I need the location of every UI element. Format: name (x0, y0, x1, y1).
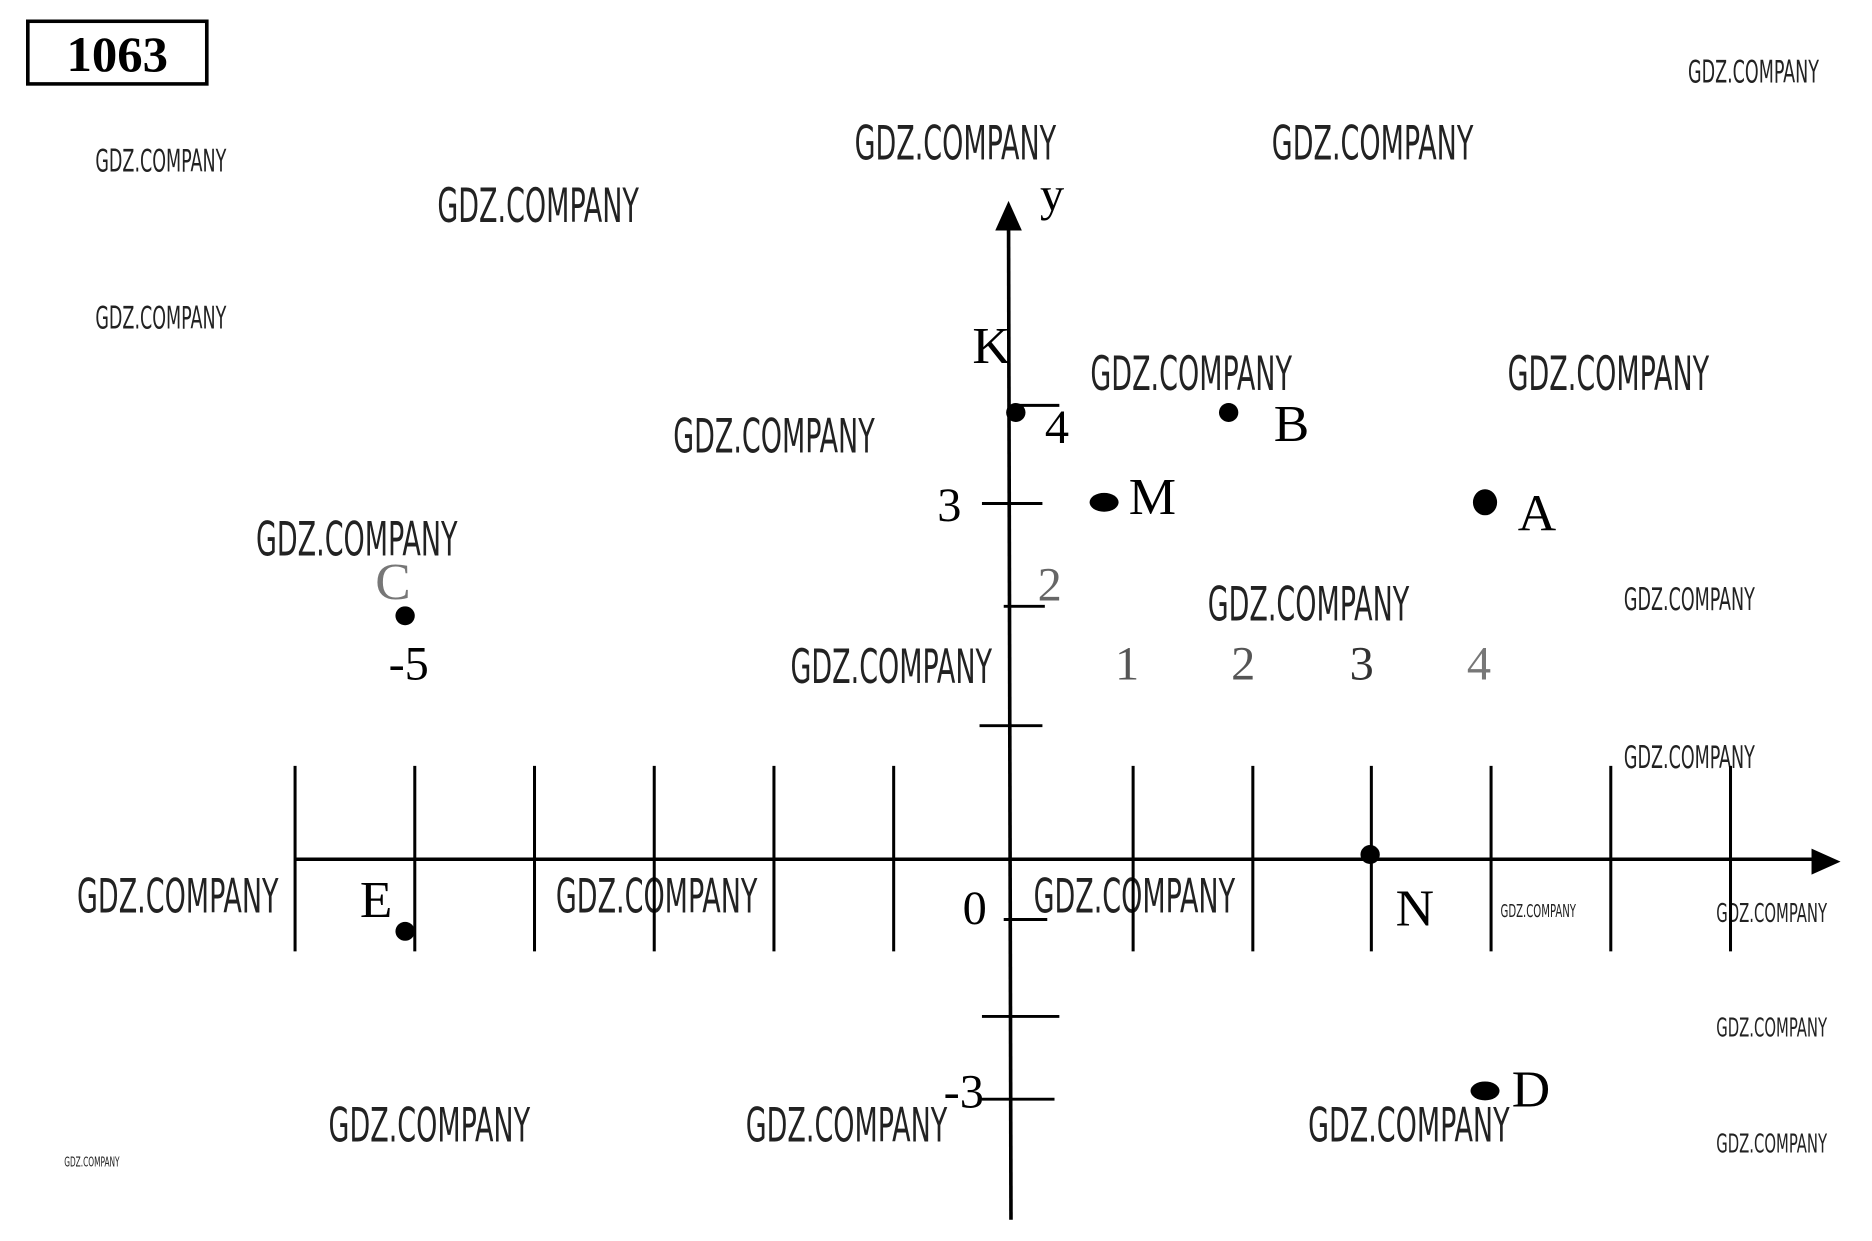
point-m (1089, 492, 1119, 512)
watermark-text: GDZ.COMPANY (790, 640, 992, 695)
watermark-text: GDZ.COMPANY (1624, 741, 1756, 777)
point-label: K (972, 317, 1010, 374)
origin-label: 0 (963, 883, 987, 935)
watermark-text: GDZ.COMPANY (746, 1099, 948, 1154)
x-tick-label: 4 (1467, 638, 1491, 690)
x-axis-arrow-icon (1811, 848, 1841, 875)
watermark-text: GDZ.COMPANY (1508, 347, 1710, 402)
watermark-text: GDZ.COMPANY (329, 1099, 531, 1154)
x-tick-label: 3 (1350, 638, 1374, 690)
watermark-text: GDZ.COMPANY (673, 410, 875, 465)
point-label: B (1274, 395, 1309, 452)
points: K B M A C E N D (360, 317, 1556, 1118)
watermark-text: GDZ.COMPANY (1090, 347, 1292, 402)
watermark-text: GDZ.COMPANY (77, 869, 279, 924)
y-tick-label: -3 (944, 1066, 984, 1118)
watermark-text: GDZ.COMPANY (1500, 902, 1576, 922)
y-axis (1006, 224, 1013, 1220)
watermark-text: GDZ.COMPANY (1716, 899, 1828, 929)
y-tick-label: 2 (1038, 559, 1062, 611)
watermark-text: GDZ.COMPANY (64, 1155, 119, 1171)
watermark-text: GDZ.COMPANY (1208, 578, 1410, 633)
x-tick-label: 2 (1231, 638, 1255, 690)
y-tick-label: 4 (1045, 402, 1069, 454)
watermark-text: GDZ.COMPANY (1308, 1099, 1510, 1154)
watermark-text: GDZ.COMPANY (437, 179, 639, 234)
y-axis-label: y (1040, 169, 1064, 221)
point-label: N (1396, 880, 1434, 937)
point-k (1006, 403, 1026, 422)
watermark-text: GDZ.COMPANY (1716, 1130, 1828, 1160)
watermark-text: GDZ.COMPANY (1624, 582, 1756, 618)
x-tick-label: 1 (1115, 638, 1139, 690)
watermark-text: GDZ.COMPANY (1716, 1014, 1828, 1044)
point-n (1360, 845, 1380, 864)
point-label: M (1129, 469, 1176, 526)
point-e (395, 921, 415, 941)
x-tick-label: -5 (389, 638, 429, 690)
y-tick-label: 3 (937, 480, 961, 532)
point-d (1470, 1081, 1500, 1101)
point-label: D (1512, 1061, 1550, 1118)
point-label: C (375, 554, 410, 611)
problem-number-box (26, 19, 209, 86)
point-b (1218, 403, 1239, 422)
watermark-text: GDZ.COMPANY (1272, 117, 1474, 172)
y-axis-ticks (979, 403, 1060, 1101)
point-label: E (360, 872, 393, 929)
watermarks: GDZ.COMPANY GDZ.COMPANY GDZ.COMPANY GDZ.COM… (64, 55, 1828, 1170)
watermark-text: GDZ.COMPANY (95, 144, 227, 180)
watermark-text: GDZ.COMPANY (855, 117, 1057, 172)
watermark-text: GDZ.COMPANY (95, 301, 227, 337)
point-label: A (1518, 485, 1556, 542)
watermark-text: GDZ.COMPANY (556, 869, 758, 924)
y-axis-arrow-icon (995, 200, 1022, 231)
problem-number: 1063 (67, 26, 169, 81)
watermark-text: GDZ.COMPANY (256, 513, 458, 568)
point-a (1472, 489, 1498, 516)
point-c (395, 606, 415, 626)
watermark-text: GDZ.COMPANY (1688, 55, 1820, 91)
